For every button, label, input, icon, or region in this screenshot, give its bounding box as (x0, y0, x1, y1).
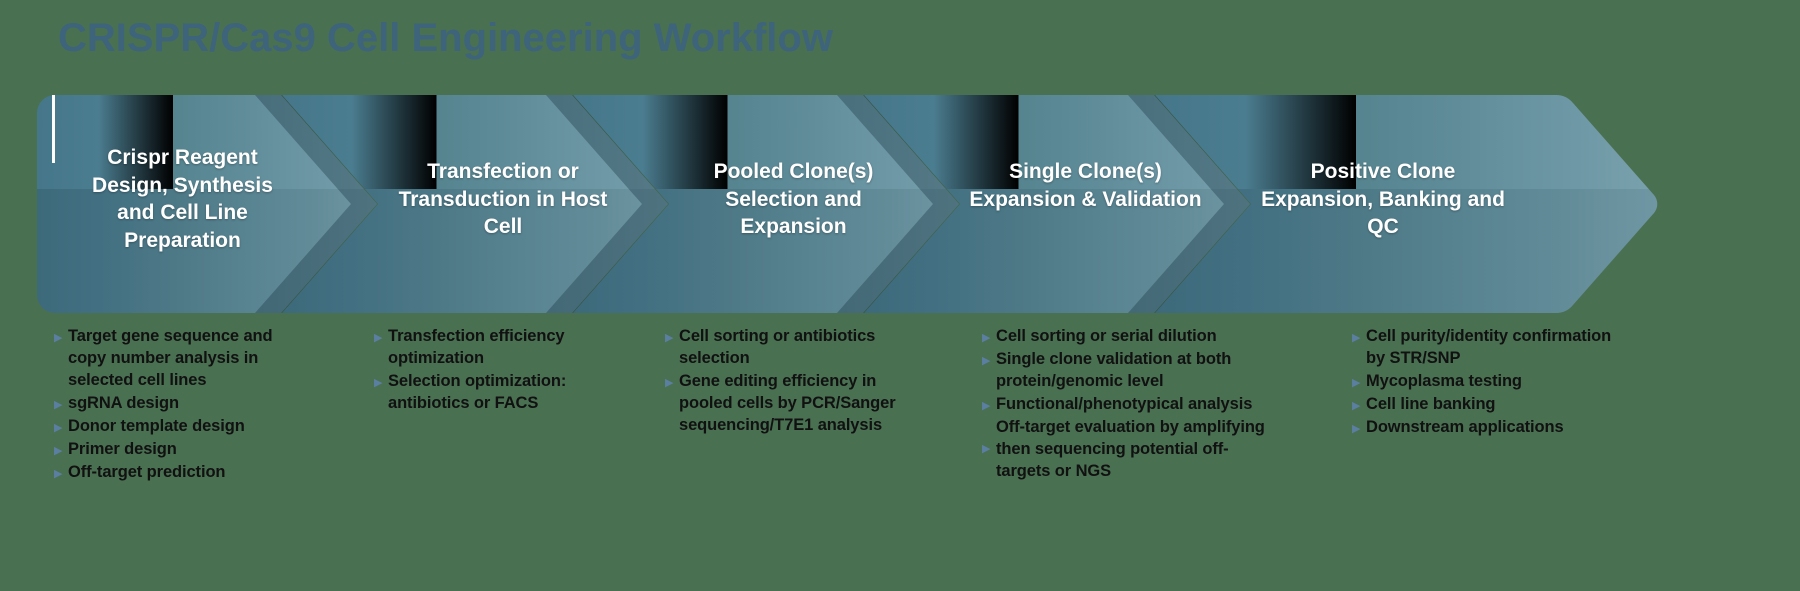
bullet-text: Functional/phenotypical analysis (996, 394, 1253, 413)
bullet-text: Single clone validation at both protein/… (996, 349, 1232, 390)
bullet-triangle-icon: ▶ (665, 376, 674, 389)
list-item[interactable]: ▶ Cell sorting or serial dilution (982, 326, 1282, 348)
bullet-text: Donor template design (68, 416, 245, 435)
bullet-text: Off-target evaluation by amplifying then… (996, 417, 1265, 480)
bullet-triangle-icon: ▶ (54, 467, 63, 480)
bullet-triangle-icon: ▶ (374, 376, 383, 389)
bullet-triangle-icon: ▶ (1352, 332, 1361, 344)
bullet-text: Mycoplasma testing (1366, 371, 1522, 390)
list-item[interactable]: ▶ sgRNA design (54, 393, 310, 415)
bullet-text: Cell purity/identity confirmation by STR… (1366, 327, 1612, 367)
bullet-text: Primer design (68, 439, 177, 458)
bullet-triangle-icon: ▶ (54, 444, 63, 457)
list-item[interactable]: ▶ Off-target evaluation by amplifying th… (982, 417, 1282, 483)
bullet-triangle-icon: ▶ (54, 421, 63, 434)
bullet-triangle-icon: ▶ (982, 354, 991, 367)
bullet-column-3: ▶ Cell sorting or antibiotics selection … (665, 326, 930, 438)
list-item[interactable]: ▶ Single clone validation at both protei… (982, 349, 1282, 393)
bullet-text: Cell sorting or antibiotics selection (679, 327, 876, 367)
bullet-text: Target gene sequence and copy number ana… (68, 327, 273, 389)
bullet-triangle-icon: ▶ (1352, 376, 1361, 389)
bullet-column-1: ▶ Target gene sequence and copy number a… (54, 326, 310, 485)
bullet-triangle-icon: ▶ (1352, 399, 1361, 412)
bullet-text: Cell sorting or serial dilution (996, 327, 1217, 345)
bullet-triangle-icon: ▶ (54, 398, 63, 411)
bullet-triangle-icon: ▶ (374, 332, 383, 344)
bullet-text: Downstream applications (1366, 417, 1564, 436)
bullet-triangle-icon: ▶ (982, 443, 991, 456)
list-item[interactable]: ▶ Downstream applications (1352, 417, 1632, 439)
list-item[interactable]: ▶ Mycoplasma testing (1352, 371, 1632, 393)
list-item[interactable]: ▶ Gene editing efficiency in pooled cell… (665, 371, 930, 437)
bullet-triangle-icon: ▶ (982, 399, 991, 412)
bullet-text: Off-target prediction (68, 462, 226, 481)
list-item[interactable]: ▶ Selection optimization: antibiotics or… (374, 371, 624, 415)
band-left-tick (52, 95, 55, 163)
bullet-column-5: ▶ Cell purity/identity confirmation by S… (1352, 326, 1632, 440)
bullet-triangle-icon: ▶ (1352, 422, 1361, 435)
list-item[interactable]: ▶ Target gene sequence and copy number a… (54, 326, 310, 392)
bullet-text: Selection optimization: antibiotics or F… (388, 371, 567, 412)
list-item[interactable]: ▶ Donor template design (54, 416, 310, 438)
bullet-text: Transfection efficiency optimization (388, 327, 565, 367)
list-item[interactable]: ▶ Cell line banking (1352, 394, 1632, 416)
bullet-column-4: ▶ Cell sorting or serial dilution ▶ Sing… (982, 326, 1282, 484)
list-item[interactable]: ▶ Functional/phenotypical analysis (982, 394, 1282, 416)
list-item[interactable]: ▶ Off-target prediction (54, 462, 310, 484)
list-item[interactable]: ▶ Primer design (54, 439, 310, 461)
bullet-triangle-icon: ▶ (665, 332, 674, 344)
list-item[interactable]: ▶ Cell sorting or antibiotics selection (665, 326, 930, 370)
chevron-edge-shading (255, 95, 1250, 313)
bullet-text: Cell line banking (1366, 394, 1496, 413)
bullet-triangle-icon: ▶ (54, 332, 63, 344)
bullet-text: sgRNA design (68, 393, 179, 412)
bullet-column-2: ▶ Transfection efficiency optimization ▶… (374, 326, 624, 416)
workflow-chevron-band (0, 88, 1800, 320)
bullet-triangle-icon: ▶ (982, 332, 991, 344)
bullet-text: Gene editing efficiency in pooled cells … (679, 371, 896, 434)
list-item[interactable]: ▶ Cell purity/identity confirmation by S… (1352, 326, 1632, 370)
list-item[interactable]: ▶ Transfection efficiency optimization (374, 326, 624, 370)
page-title: CRISPR/Cas9 Cell Engineering Workflow (58, 16, 833, 60)
